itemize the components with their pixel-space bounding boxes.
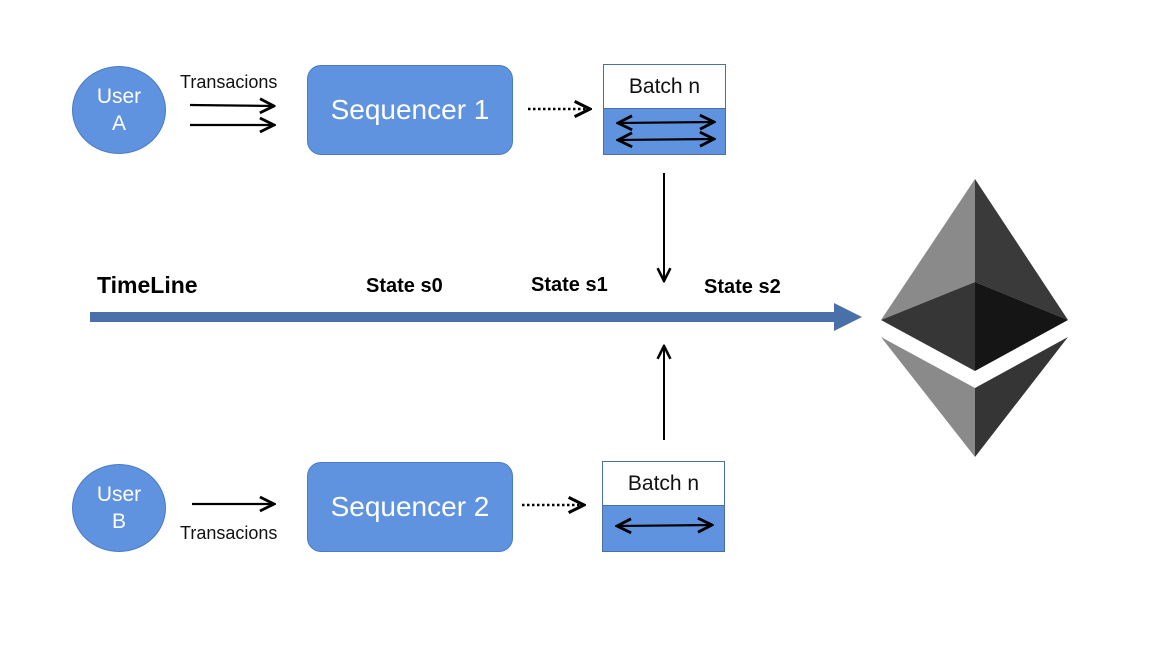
- timeline-label: TimeLine: [97, 272, 198, 298]
- timeline-arrowhead: [834, 303, 862, 331]
- user-b-label-line2: B: [111, 510, 126, 533]
- tx-arrow-a-1: [189, 105, 274, 106]
- timeline-bar: [90, 312, 836, 322]
- batch-a-label: Batch n: [604, 65, 725, 109]
- state-s1-label: State s1: [531, 274, 608, 296]
- batch-a-tx-1: [618, 122, 714, 123]
- user-b-node: User B: [72, 464, 166, 552]
- sequencer-1-label: Sequencer 1: [330, 94, 490, 125]
- state-s2-label: State s2: [704, 276, 781, 298]
- batch-b-label: Batch n: [603, 462, 724, 506]
- user-a-node: User A: [72, 66, 166, 154]
- sequencer-2-node: Sequencer 2: [307, 462, 513, 552]
- transactions-label-a: Transacions: [180, 72, 278, 92]
- sequencer-2-label: Sequencer 2: [330, 491, 490, 522]
- batch-a-tx-2: [618, 139, 714, 140]
- transactions-label-b: Transacions: [180, 523, 278, 543]
- state-s0-label: State s0: [366, 275, 443, 297]
- batch-b-tx-1: [617, 525, 712, 526]
- user-a-label-line2: A: [111, 112, 126, 135]
- user-a-label-line1: User: [96, 85, 142, 108]
- ethereum-logo-icon: [881, 179, 1068, 457]
- user-b-label-line1: User: [96, 483, 142, 506]
- sequencer-1-node: Sequencer 1: [307, 65, 513, 155]
